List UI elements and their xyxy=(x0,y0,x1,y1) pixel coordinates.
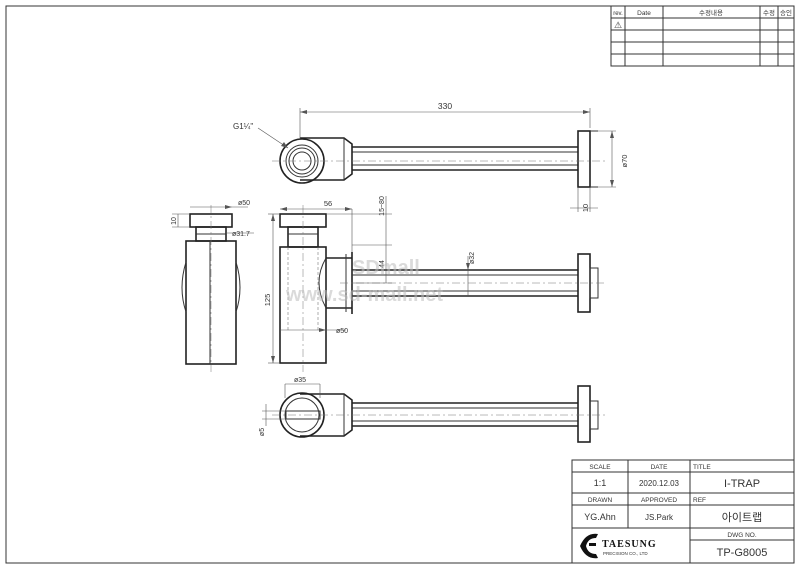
approved-value: JS.Park xyxy=(645,513,674,522)
warning-icon: ⚠ xyxy=(614,20,622,30)
dim-cap-diameter: ø50 xyxy=(238,200,250,207)
date-header: Date xyxy=(637,10,651,17)
description-header: 수정내용 xyxy=(699,8,723,17)
revision-table: rev. Date 수정내용 수정 승인 ⚠ xyxy=(610,5,795,67)
title-block: SCALE 1:1 DATE 2020.12.03 TITLE I-TRAP D… xyxy=(571,459,795,564)
side-view: ø50 10 ø31.7 xyxy=(171,200,254,372)
dim-body-diameter: ø50 xyxy=(336,328,348,335)
company-name: TAESUNG xyxy=(602,539,657,550)
dim-pipe-diameter: ø32 xyxy=(469,252,476,264)
dim-cap-thickness: 10 xyxy=(171,217,178,225)
rev-header: rev. xyxy=(613,11,623,17)
dwg-no-label: DWG NO. xyxy=(727,532,756,539)
title-label: TITLE xyxy=(693,464,711,471)
dim-slot-diameter: ø5 xyxy=(259,428,266,436)
approved-label: APPROVED xyxy=(641,497,677,504)
dim-overall-length: 330 xyxy=(438,101,452,111)
dim-adjust-range: 15~80 xyxy=(379,196,386,216)
sheet-border xyxy=(5,5,795,564)
dim-top-diameter: ø35 xyxy=(294,377,306,384)
date-value: 2020.12.03 xyxy=(639,479,680,488)
drawn-value: YG.Ahn xyxy=(584,512,616,522)
title-value: I-TRAP xyxy=(724,478,760,490)
dim-flange-thickness: 10 xyxy=(581,204,590,212)
date-label: DATE xyxy=(651,464,669,471)
dim-flange-diameter: ø70 xyxy=(620,155,629,168)
top-view: 330 ø70 10 G1¼" xyxy=(233,101,629,212)
dim-neck-diameter: ø31.7 xyxy=(232,231,250,238)
scale-label: SCALE xyxy=(589,464,611,471)
front-view: 56 15~80 44 ø32 125 ø50 xyxy=(263,196,606,372)
bottom-view: ø35 ø5 xyxy=(259,377,606,443)
revised-by-header: 수정 xyxy=(763,8,775,17)
scale-value: 1:1 xyxy=(594,478,607,488)
dim-depth: 44 xyxy=(379,260,386,268)
approval-header: 승인 xyxy=(780,8,792,17)
watermark-url: www.sd-mall.net xyxy=(285,284,443,306)
drawn-label: DRAWN xyxy=(588,497,613,504)
dwg-no-value: TP-G8005 xyxy=(717,547,768,559)
ref-label: REF xyxy=(693,497,706,504)
thread-size-label: G1¼" xyxy=(233,122,253,131)
company-logo: TAESUNG PRECISION CO., LTD xyxy=(580,533,657,559)
dim-offset: 56 xyxy=(324,199,332,208)
dim-height: 125 xyxy=(263,294,272,307)
ref-value: 아이트랩 xyxy=(722,511,762,524)
watermark-logo: SDmall xyxy=(352,257,420,279)
company-subtitle: PRECISION CO., LTD xyxy=(603,551,648,556)
